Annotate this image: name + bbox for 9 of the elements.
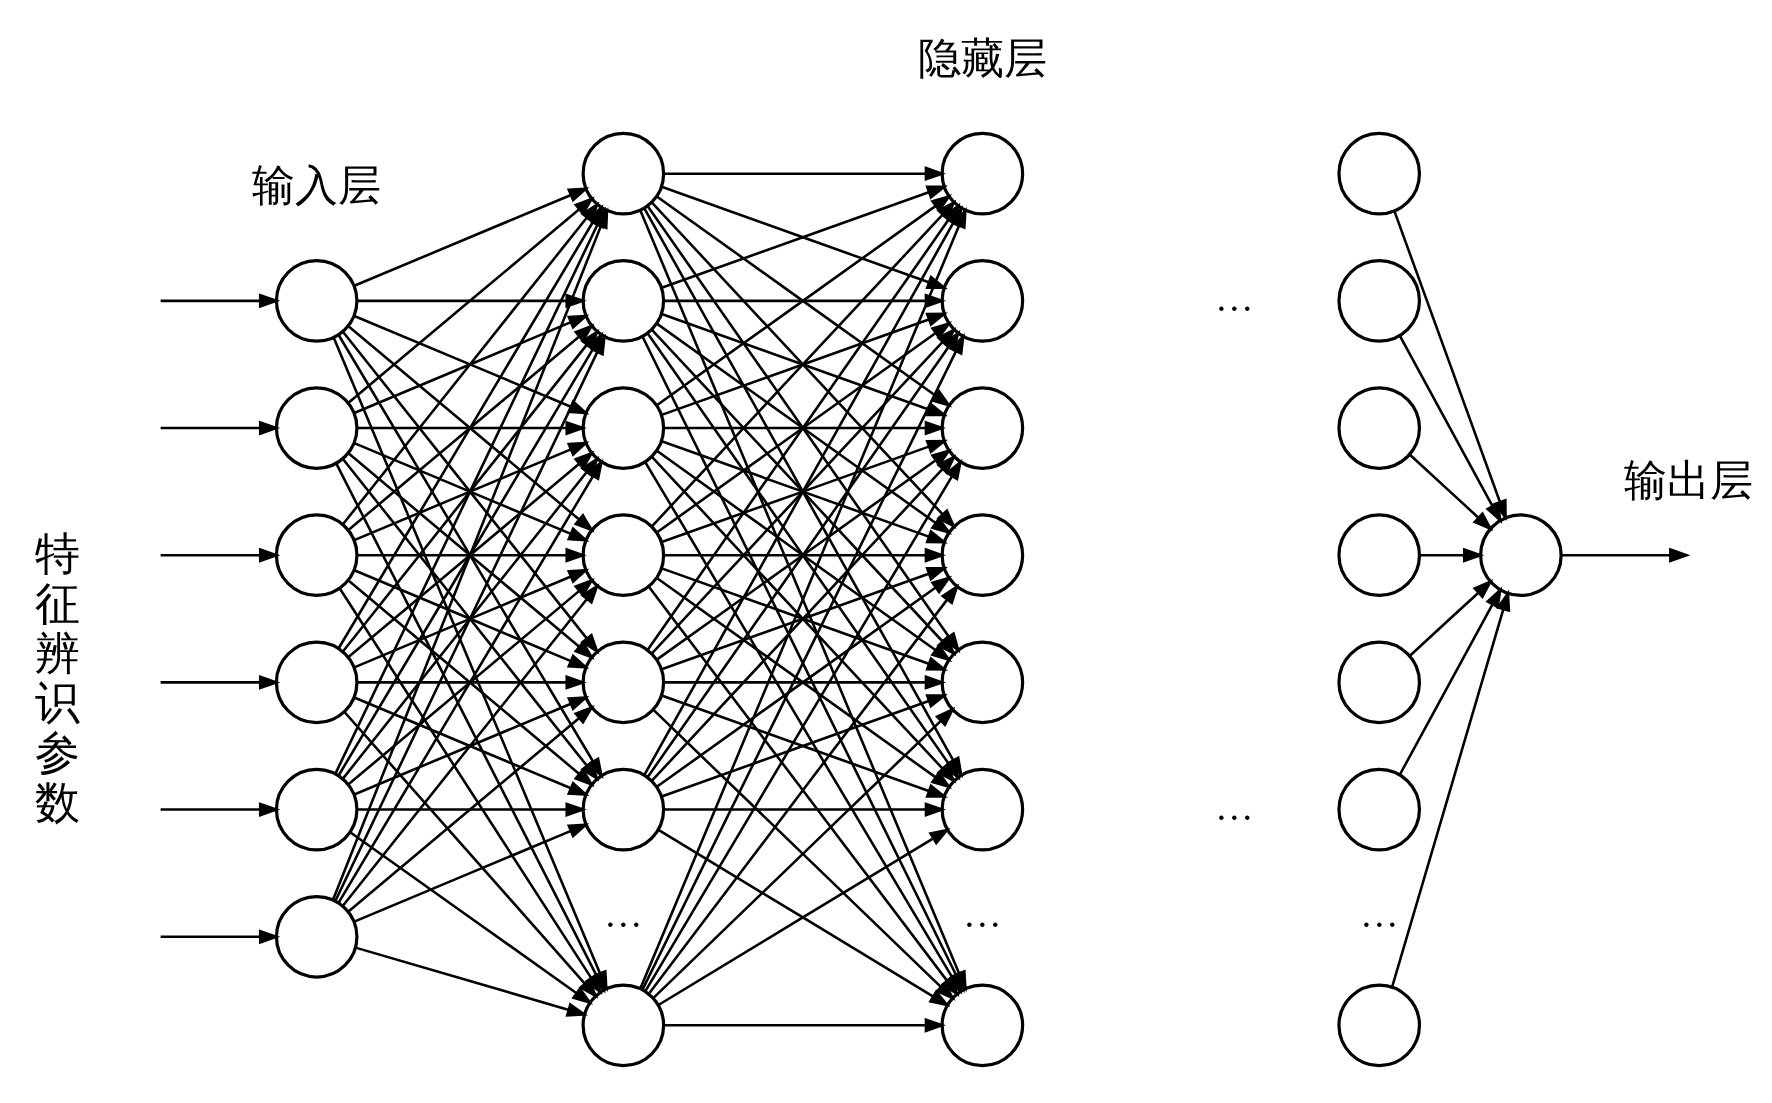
label: … xyxy=(604,892,643,935)
label: 输出层 xyxy=(1623,455,1753,504)
label: … xyxy=(1359,892,1399,935)
label: … xyxy=(1215,276,1254,319)
label: 输入层 xyxy=(252,160,382,209)
label: 隐藏层 xyxy=(917,33,1047,82)
label: … xyxy=(1215,785,1254,828)
label: 特征辨识参数 xyxy=(35,528,81,828)
label: … xyxy=(963,892,1002,935)
